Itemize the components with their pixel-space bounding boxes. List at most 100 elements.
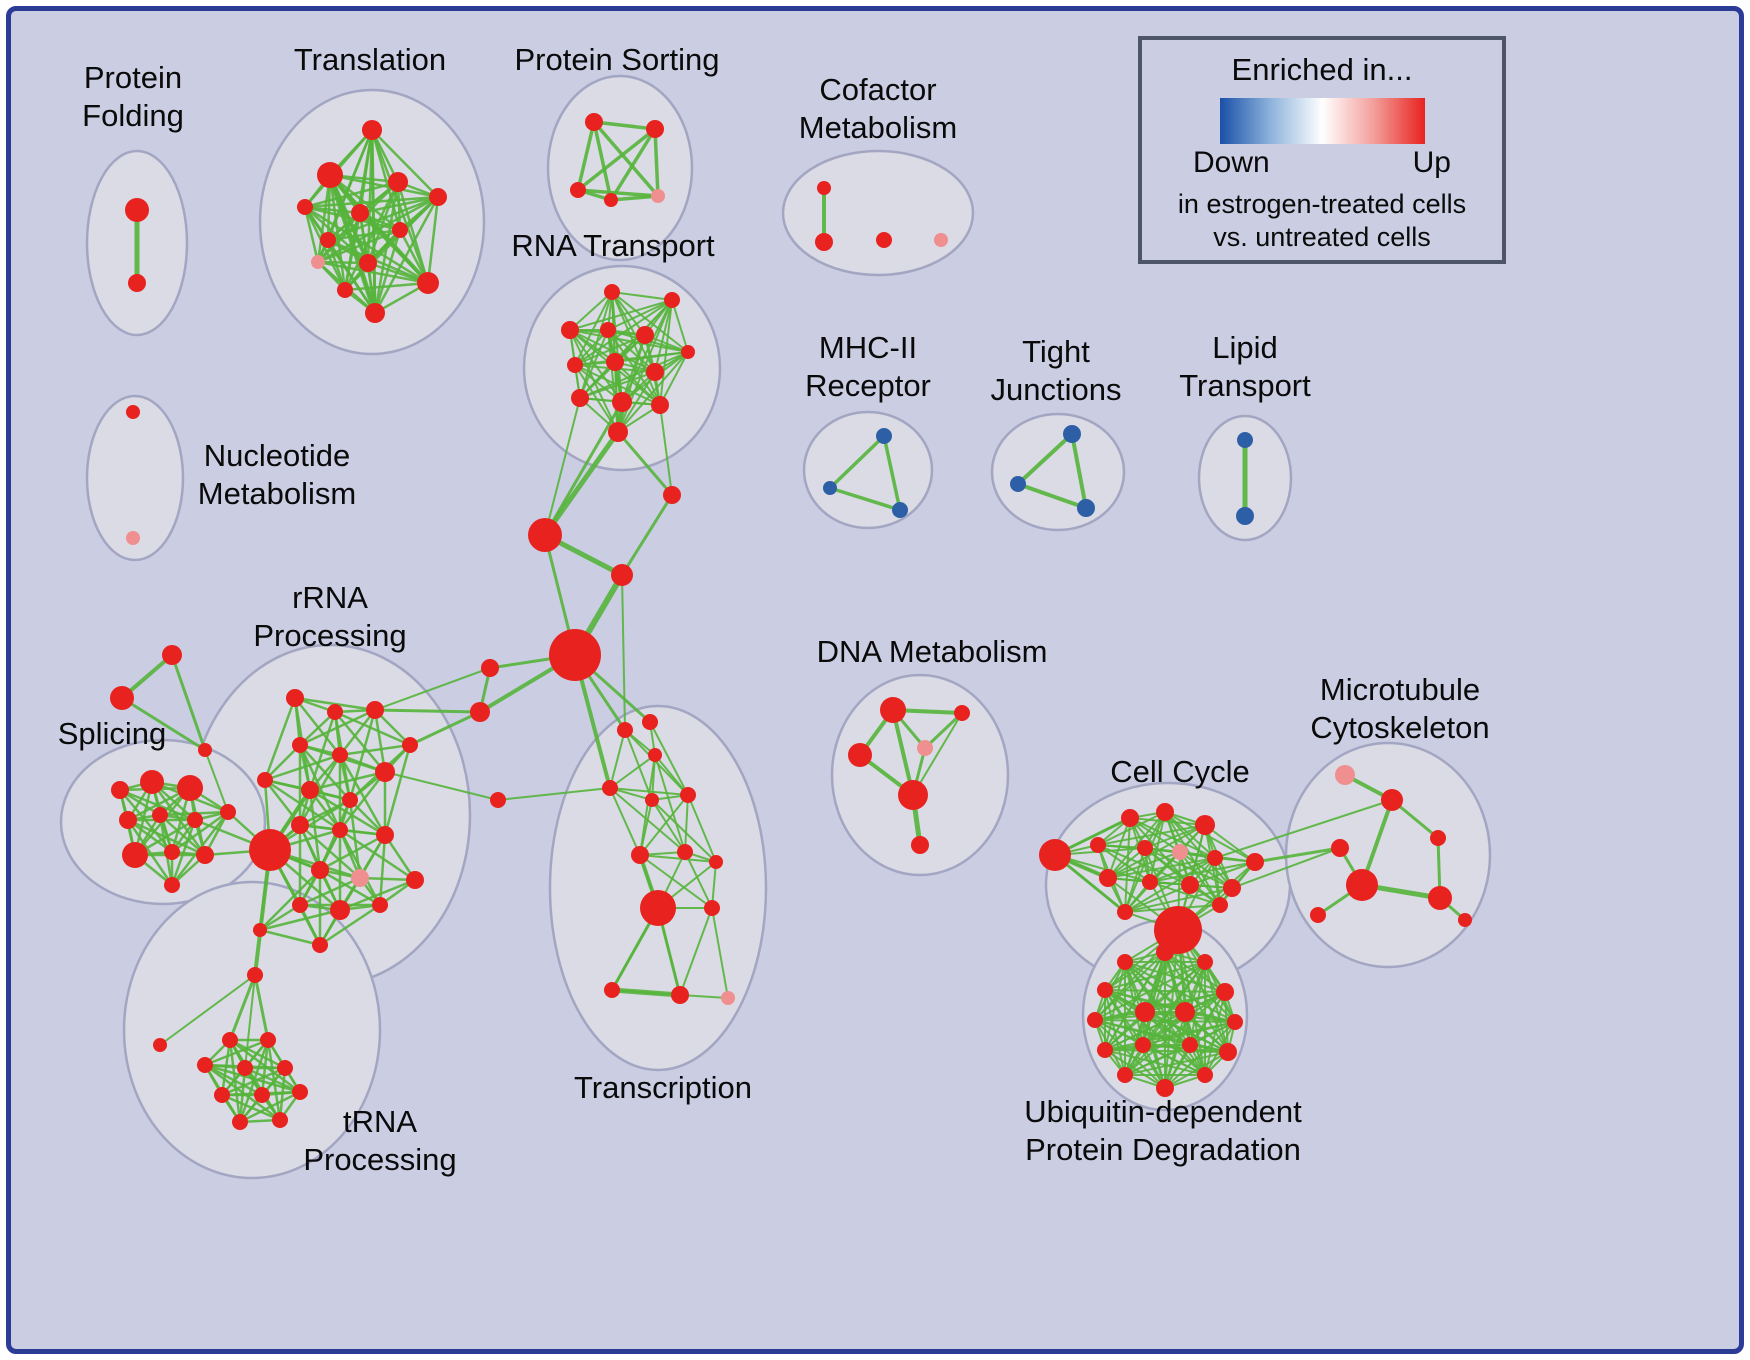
edge xyxy=(170,810,230,854)
edge xyxy=(373,708,387,774)
node xyxy=(663,486,681,504)
edge xyxy=(1070,432,1088,510)
node xyxy=(1156,943,1174,961)
edge xyxy=(639,794,689,856)
edge xyxy=(1144,1011,1166,1089)
cluster-label-cell-cycle: Cell Cycle xyxy=(1110,754,1250,789)
edge xyxy=(338,753,387,837)
legend-gradient-bar xyxy=(1219,98,1425,144)
edge xyxy=(579,351,689,399)
node xyxy=(317,162,343,188)
edge xyxy=(293,696,342,757)
node xyxy=(600,322,616,338)
node xyxy=(880,697,906,723)
edge xyxy=(170,653,207,752)
edge xyxy=(1104,1049,1166,1089)
node xyxy=(1099,869,1117,887)
edge xyxy=(923,711,964,750)
edge xyxy=(614,351,689,363)
edge xyxy=(654,299,673,373)
node xyxy=(642,714,658,730)
node xyxy=(429,188,447,206)
node xyxy=(646,120,664,138)
node xyxy=(260,1032,276,1048)
node xyxy=(1135,1002,1155,1022)
node xyxy=(1135,1037,1151,1053)
node xyxy=(709,855,723,869)
edge xyxy=(620,493,674,577)
node xyxy=(126,531,140,545)
node xyxy=(817,181,831,195)
edge xyxy=(592,120,660,198)
node xyxy=(651,189,665,203)
cluster-ellipse-trna-processing xyxy=(122,880,382,1180)
node xyxy=(332,822,348,838)
edge xyxy=(1016,432,1074,486)
edge xyxy=(263,778,302,827)
edge xyxy=(609,194,660,202)
node xyxy=(301,781,319,799)
node xyxy=(1428,886,1452,910)
node xyxy=(388,172,408,192)
edge xyxy=(1231,847,1341,889)
edge xyxy=(1149,857,1216,883)
node xyxy=(198,743,212,757)
node xyxy=(291,816,309,834)
cluster-ellipse-mhc-ii-receptor xyxy=(802,410,934,530)
edge xyxy=(653,127,660,198)
edge xyxy=(1124,1051,1229,1076)
node xyxy=(254,1087,270,1103)
node xyxy=(1010,476,1026,492)
edge xyxy=(318,833,387,872)
node xyxy=(1182,1037,1198,1053)
edge xyxy=(298,753,342,827)
node xyxy=(122,842,148,868)
legend-caption-line2: vs. untreated cells xyxy=(1213,222,1431,252)
edge xyxy=(1149,881,1221,906)
node xyxy=(110,686,134,710)
edge xyxy=(659,404,673,496)
node xyxy=(848,743,872,767)
edge xyxy=(1214,799,1393,859)
edge xyxy=(1104,989,1186,1013)
node xyxy=(680,787,696,803)
node xyxy=(570,182,586,198)
node xyxy=(602,780,618,796)
node xyxy=(1063,425,1081,443)
edge xyxy=(912,712,963,796)
node xyxy=(222,1032,238,1048)
node xyxy=(815,233,833,251)
edge xyxy=(1097,824,1206,846)
node xyxy=(1175,1002,1195,1022)
legend-title: Enriched in... xyxy=(1231,52,1413,87)
edge xyxy=(607,329,656,373)
edge xyxy=(348,708,377,802)
edge xyxy=(326,238,377,315)
edge xyxy=(203,1038,270,1067)
edge xyxy=(1142,1044,1206,1076)
node xyxy=(917,740,933,756)
edge xyxy=(244,974,256,1069)
node xyxy=(1137,840,1153,856)
edge xyxy=(1253,846,1342,864)
edge xyxy=(1016,482,1088,510)
edge xyxy=(576,188,660,198)
edge xyxy=(611,291,661,406)
edge xyxy=(338,828,417,882)
node xyxy=(954,705,970,721)
node xyxy=(677,844,693,860)
edge xyxy=(1107,857,1216,879)
node xyxy=(1430,830,1446,846)
node xyxy=(1346,869,1378,901)
edge xyxy=(1189,1021,1236,1046)
edge xyxy=(303,205,430,285)
edge xyxy=(333,710,387,774)
node xyxy=(1117,954,1133,970)
node xyxy=(617,722,633,738)
edge xyxy=(426,195,440,285)
edge xyxy=(298,876,362,907)
edge xyxy=(258,928,322,947)
